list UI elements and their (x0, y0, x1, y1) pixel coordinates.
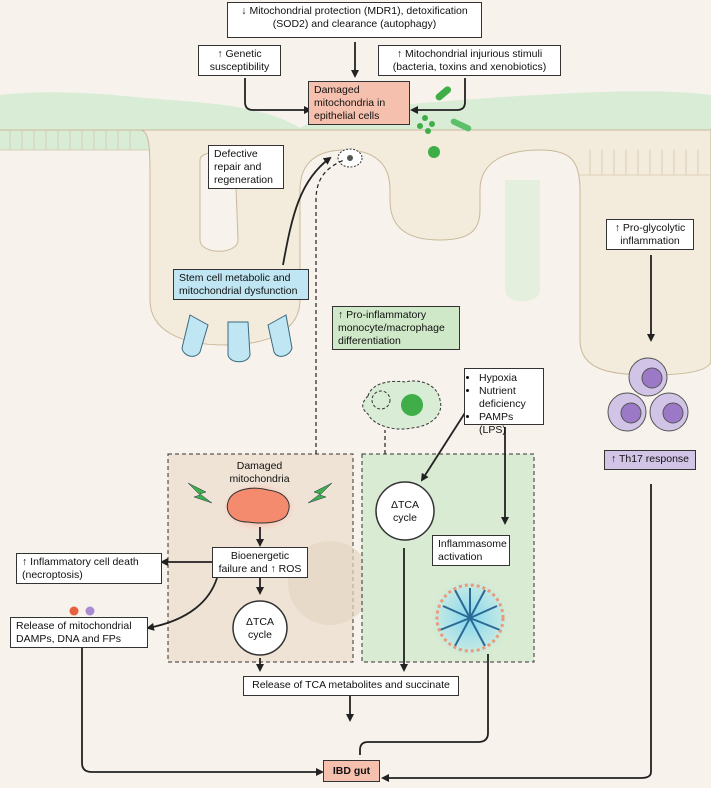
stem-cell-box: Stem cell metabolic and mitochondrial dy… (173, 269, 309, 300)
bacteria-group (417, 86, 472, 158)
inflammasome-box: Inflammasome activation (432, 535, 510, 566)
stimuli-item: Nutrient deficiency (479, 385, 539, 411)
stem-cells (181, 314, 293, 363)
epithelium (0, 129, 711, 376)
macrophage-nucleus (401, 394, 423, 416)
damps-box: Release of mitochondrial DAMPs, DNA and … (10, 617, 148, 648)
bioenergetic-box: Bioenergetic failure and ↑ ROS (212, 547, 308, 578)
pro-glycolytic-box: ↑ Pro-glycolytic inflammation (606, 219, 694, 250)
damaged-mito-label: Damaged mitochondria (229, 460, 290, 485)
necroptosis-box: ↑ Inflammatory cell death (necroptosis) (16, 553, 162, 584)
tca-left-label: ΔTCA cycle (245, 616, 274, 641)
stimuli-list: Hypoxia Nutrient deficiency PAMPs (LPS) (469, 372, 539, 437)
stimuli-list-box: Hypoxia Nutrient deficiency PAMPs (LPS) (464, 368, 544, 436)
th17-cells (607, 357, 689, 432)
top-box: ↓ Mitochondrial protection (MDR1), detox… (227, 2, 482, 38)
monocyte-box: ↑ Pro-inflammatory monocyte/macrophage d… (332, 306, 460, 350)
damaged-epithelial-box: Damaged mitochondria in epithelial cells (308, 81, 410, 125)
inflammasome (439, 588, 501, 647)
crypt-lumen-right (505, 180, 540, 302)
ibd-gut-box: IBD gut (323, 760, 380, 782)
stimuli-box: ↑ Mitochondrial injurious stimuli (bacte… (378, 45, 561, 76)
defective-repair-box: Defective repair and regeneration (208, 145, 284, 189)
tca-left-circle (232, 600, 288, 656)
damaged-mitochondria (226, 487, 290, 524)
damp-dot-red (69, 606, 79, 616)
lightning-right (307, 482, 333, 504)
epithelial-cell-grid (9, 130, 699, 175)
th17-box: ↑ Th17 response (604, 450, 696, 470)
damp-dot-purple (85, 606, 95, 616)
stimuli-item: PAMPs (LPS) (479, 411, 539, 437)
tca-mid-circle (375, 481, 435, 541)
stimuli-item: Hypoxia (479, 372, 539, 385)
lightning-left (187, 482, 213, 504)
tca-release-box: Release of TCA metabolites and succinate (243, 676, 459, 696)
damaged-epithelial-cell (337, 148, 363, 168)
tca-mid-label: ΔTCA cycle (390, 499, 419, 524)
genetic-box: ↑ Genetic susceptibility (198, 45, 281, 76)
